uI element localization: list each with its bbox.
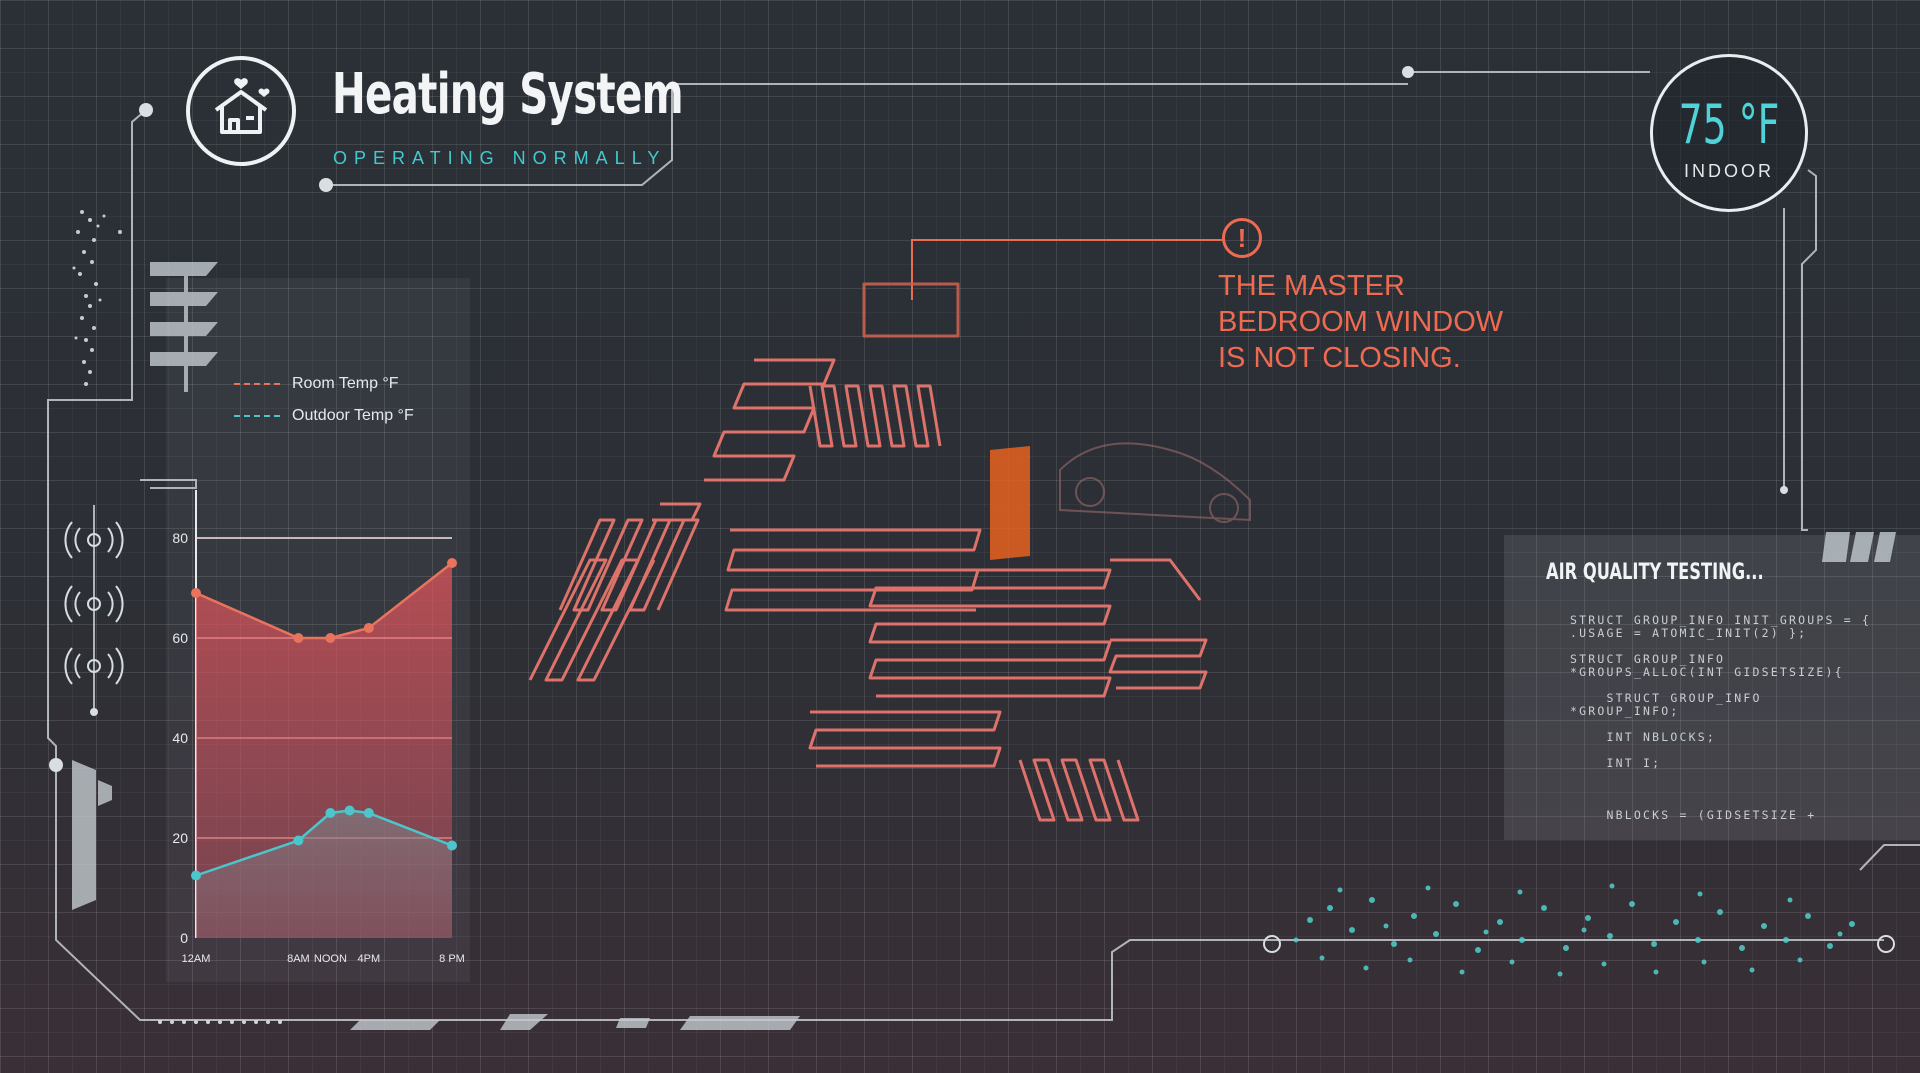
legend-label-outdoor: Outdoor Temp °F: [292, 407, 414, 424]
floorplan-heating-coils: [528, 282, 1208, 822]
alert-line: IS NOT CLOSING.: [1218, 342, 1461, 374]
app-logo: [186, 56, 296, 166]
code-line: STRUCT GROUP_INFO INIT_GROUPS = {: [1570, 613, 1872, 627]
series-area: [196, 810, 452, 938]
code-line: *GROUPS_ALLOC(INT GIDSETSIZE){: [1570, 665, 1844, 679]
y-tick-label: 20: [172, 830, 188, 846]
alert-line: THE MASTER: [1218, 270, 1405, 302]
system-status: OPERATING NORMALLY: [333, 148, 667, 168]
car-outline: [1059, 442, 1251, 523]
data-point[interactable]: [325, 808, 336, 818]
code-line: [1570, 783, 1871, 796]
code-line: NBLOCKS = (GIDSETSIZE +: [1570, 808, 1817, 822]
code-line: .USAGE = ATOMIC_INIT(2) };: [1570, 626, 1808, 640]
indoor-temp-label: INDOOR: [1684, 161, 1774, 181]
chart-legend: Room Temp °F Outdoor Temp °F: [234, 368, 414, 432]
code-line: INT NBLOCKS;: [1570, 730, 1716, 744]
x-tick-label: 8 PM: [439, 953, 465, 965]
smart-home-heart-icon: [214, 78, 270, 134]
data-point[interactable]: [293, 633, 304, 643]
air-quality-panel: [1504, 535, 1920, 840]
legend-swatch-outdoor: [234, 415, 280, 417]
x-tick-label: 4PM: [357, 953, 380, 965]
code-line: INT I;: [1570, 756, 1662, 770]
code-line: STRUCT GROUP_INFO: [1570, 691, 1762, 705]
data-point[interactable]: [191, 870, 201, 881]
data-point[interactable]: [447, 840, 457, 851]
data-point[interactable]: [363, 808, 374, 818]
indoor-temp-value: 75 °F: [1678, 93, 1780, 156]
data-point[interactable]: [325, 633, 336, 643]
y-tick-label: 60: [172, 630, 188, 646]
y-tick-label: 80: [172, 530, 188, 546]
data-point[interactable]: [191, 588, 201, 598]
code-line: [1570, 770, 1871, 783]
series-line: [195, 809, 453, 877]
legend-swatch-room: [234, 383, 280, 385]
y-tick-label: 40: [172, 730, 188, 746]
y-tick-label: 0: [180, 930, 188, 946]
air-quality-code: STRUCT GROUP_INFO INIT_GROUPS = {.USAGE …: [1570, 614, 1871, 822]
data-point[interactable]: [447, 558, 457, 568]
alert-message: THE MASTER BEDROOM WINDOW IS NOT CLOSING…: [1218, 268, 1638, 376]
x-tick-label: 8AM: [287, 953, 310, 965]
exclamation-circle-icon[interactable]: !: [1222, 218, 1262, 258]
code-line: *GROUP_INFO;: [1570, 704, 1680, 718]
x-tick-label: 12AM: [182, 953, 211, 965]
legend-label-room: Room Temp °F: [292, 375, 399, 392]
particle-cloud: [1293, 883, 1855, 977]
code-line: STRUCT GROUP_INFO: [1570, 652, 1726, 666]
x-tick-label: NOON: [314, 953, 347, 965]
sensor-wave-icons: [64, 521, 124, 685]
data-point[interactable]: [344, 805, 355, 816]
alert-leader-line: [911, 239, 1222, 300]
legend-item-outdoor: Outdoor Temp °F: [234, 400, 414, 432]
app-title: Heating System: [332, 62, 684, 127]
alert-line: BEDROOM WINDOW: [1218, 306, 1504, 338]
indoor-temp-badge[interactable]: 75 °F INDOOR: [1650, 54, 1808, 212]
legend-item-room: Room Temp °F: [234, 368, 414, 400]
data-point[interactable]: [293, 835, 304, 846]
data-point[interactable]: [363, 623, 374, 633]
orange-block: [990, 446, 1030, 560]
air-quality-title: AIR QUALITY TESTING...: [1546, 560, 1764, 585]
